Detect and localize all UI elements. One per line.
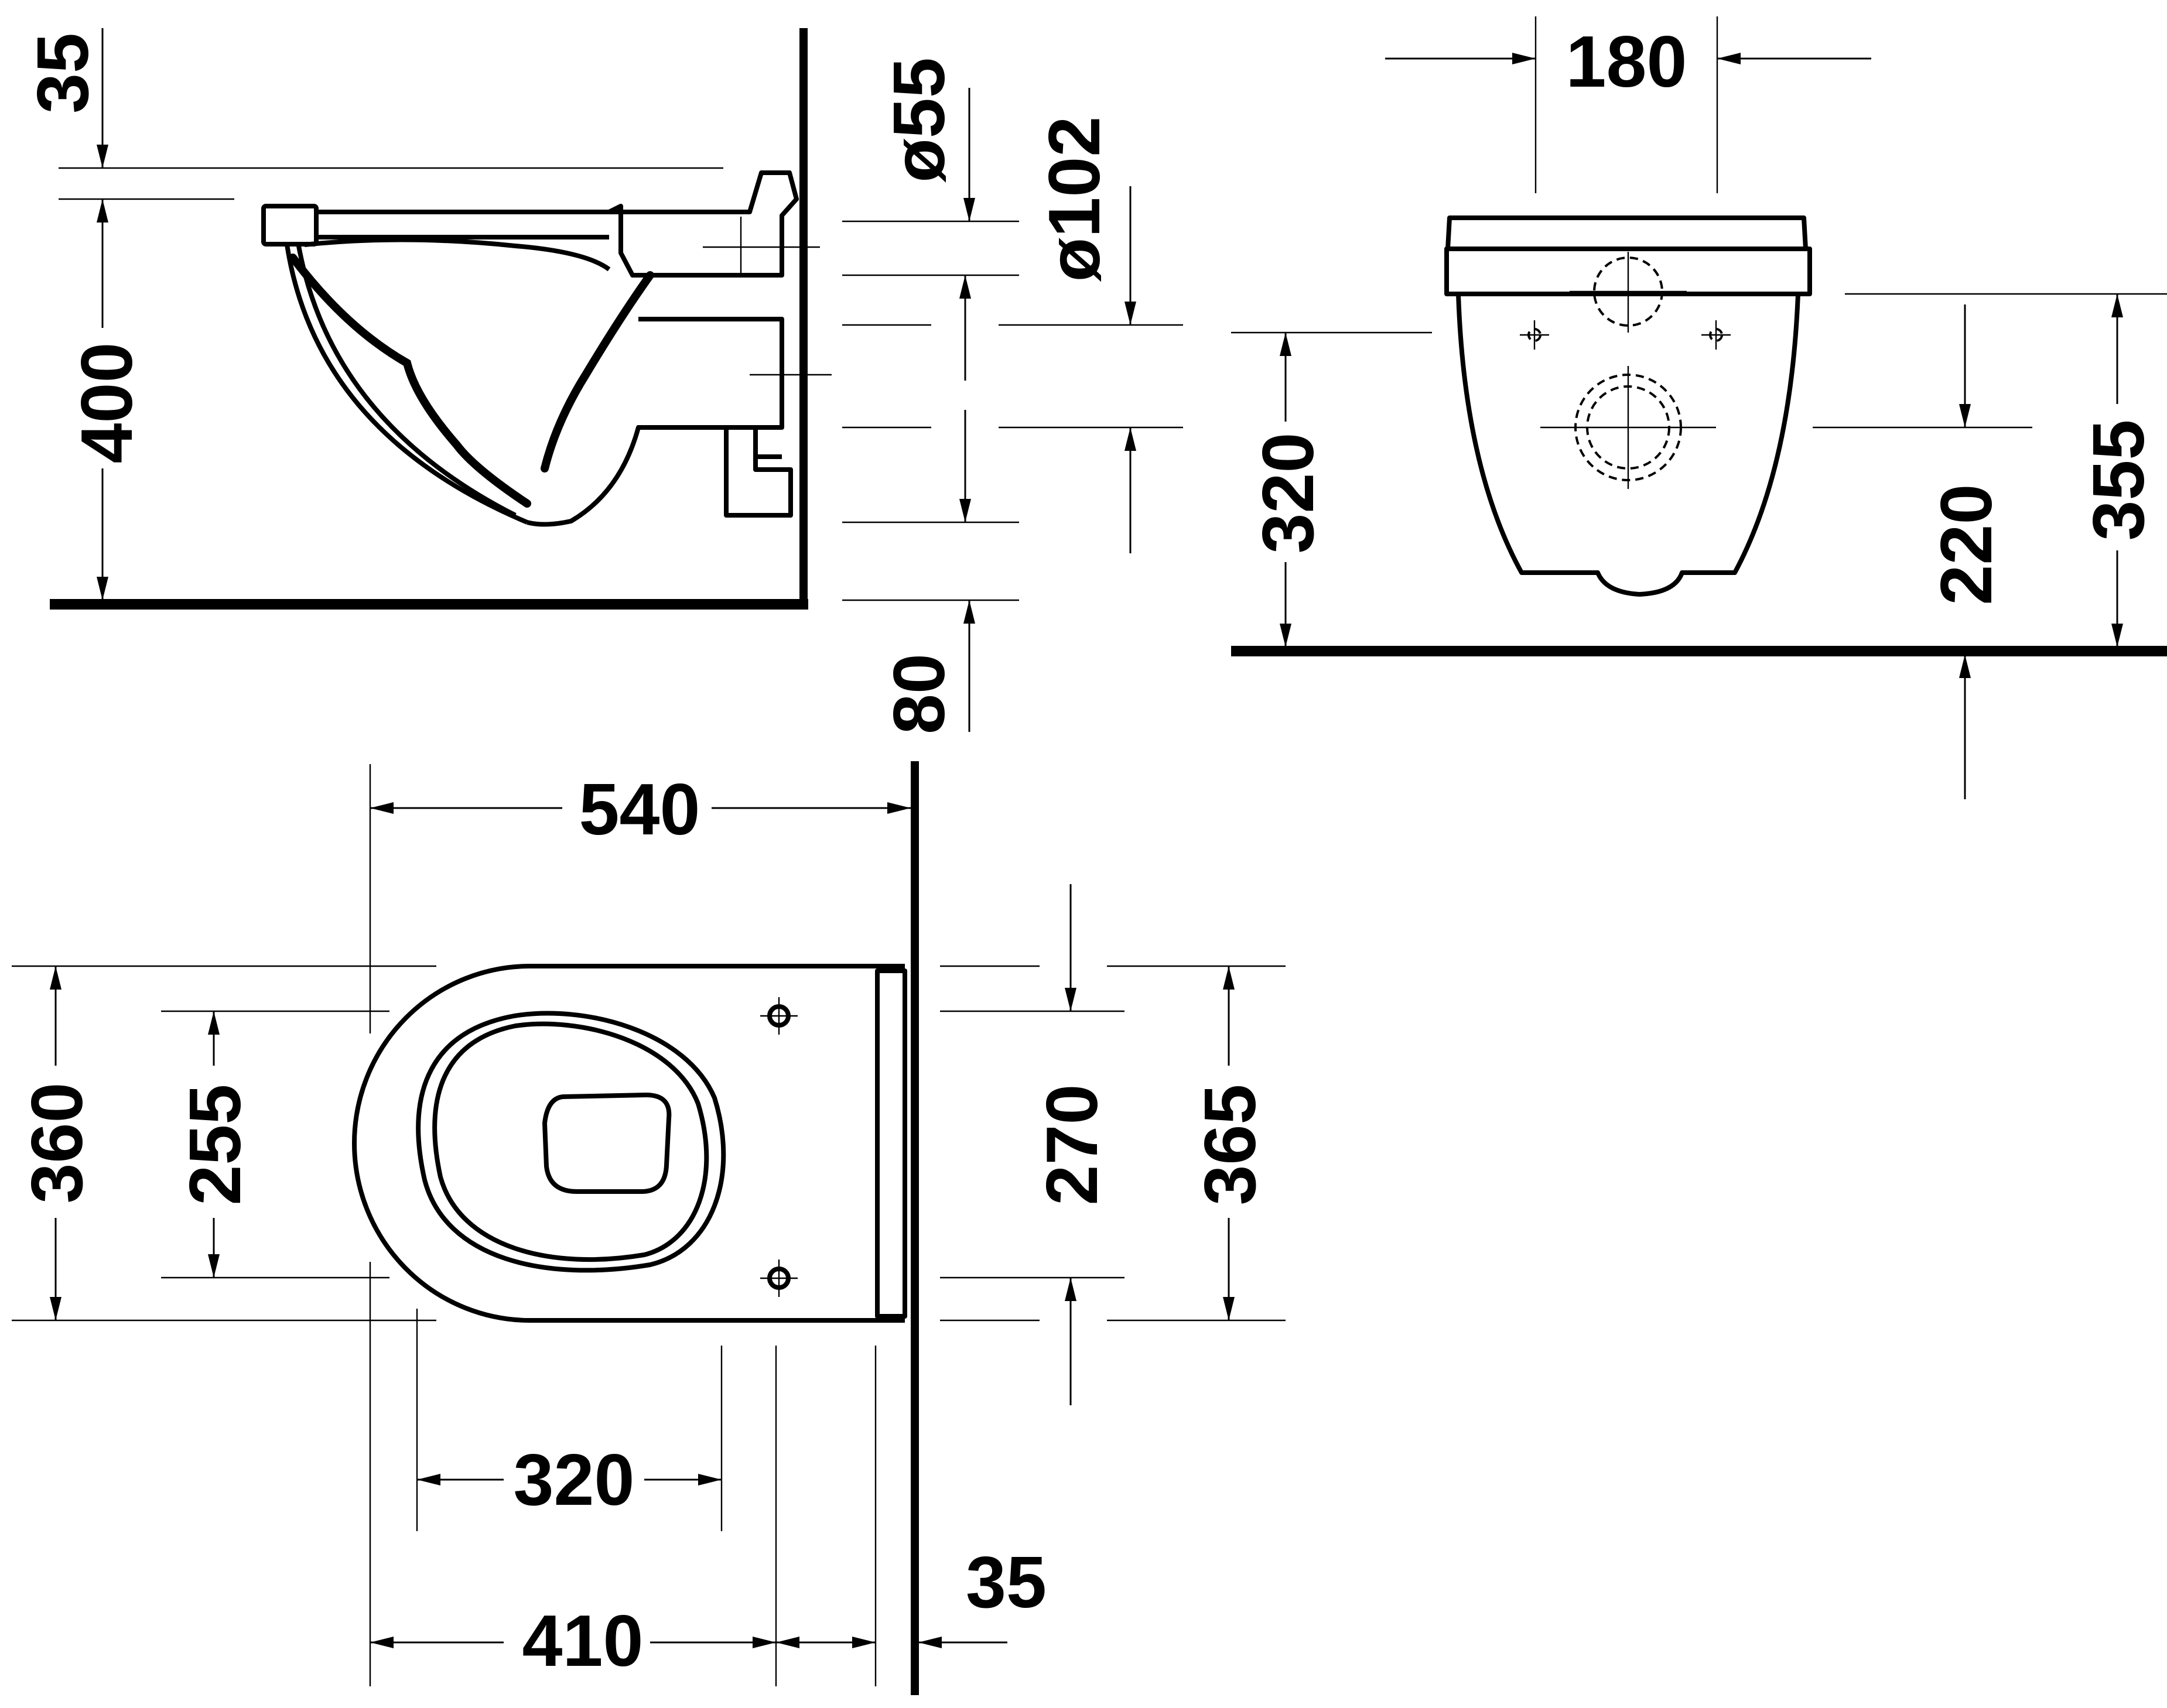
front-dim-320-label: 320 [1248, 433, 1329, 554]
side-dim-80-label: 80 [879, 653, 960, 734]
top-dim-320-label: 320 [514, 1440, 635, 1521]
top-fixing-upper-icon [760, 997, 798, 1035]
top-view: 540 360 255 270 365 320 410 35 [12, 761, 1286, 1695]
top-dim-360-label: 360 [17, 1083, 98, 1204]
top-fixing-lower-icon [760, 1259, 798, 1297]
front-fixing-right-icon [1701, 320, 1731, 350]
top-dim-410-label: 410 [522, 1601, 644, 1682]
toilet-top-outline [352, 964, 907, 1323]
toilet-front-outline [1444, 215, 1812, 597]
top-dim-35-label: 35 [966, 1542, 1047, 1623]
top-dim-540-label: 540 [579, 769, 700, 850]
side-dim-55-label: ø55 [879, 57, 960, 183]
front-dim-355-label: 355 [2079, 420, 2159, 541]
top-dim-255-label: 255 [175, 1084, 256, 1206]
toilet-side-profile [261, 170, 832, 527]
top-dim-365-label: 365 [1190, 1084, 1271, 1206]
front-view: 180 320 220 355 [1231, 16, 2167, 799]
top-seat-outline [416, 1011, 726, 1273]
top-bowl-opening [542, 1093, 672, 1194]
top-dim-270-label: 270 [1032, 1084, 1113, 1206]
front-dim-180-label: 180 [1566, 22, 1687, 102]
front-fixing-left-icon [1520, 320, 1549, 350]
top-seat-inner [432, 1021, 709, 1262]
side-dim-35-label: 35 [23, 33, 104, 114]
side-dim-400-label: 400 [67, 343, 148, 464]
side-dim-102-label: ø102 [1034, 117, 1115, 282]
side-view: 35 400 ø55 ø102 80 [23, 28, 1183, 734]
front-dim-220-label: 220 [1926, 484, 2007, 605]
